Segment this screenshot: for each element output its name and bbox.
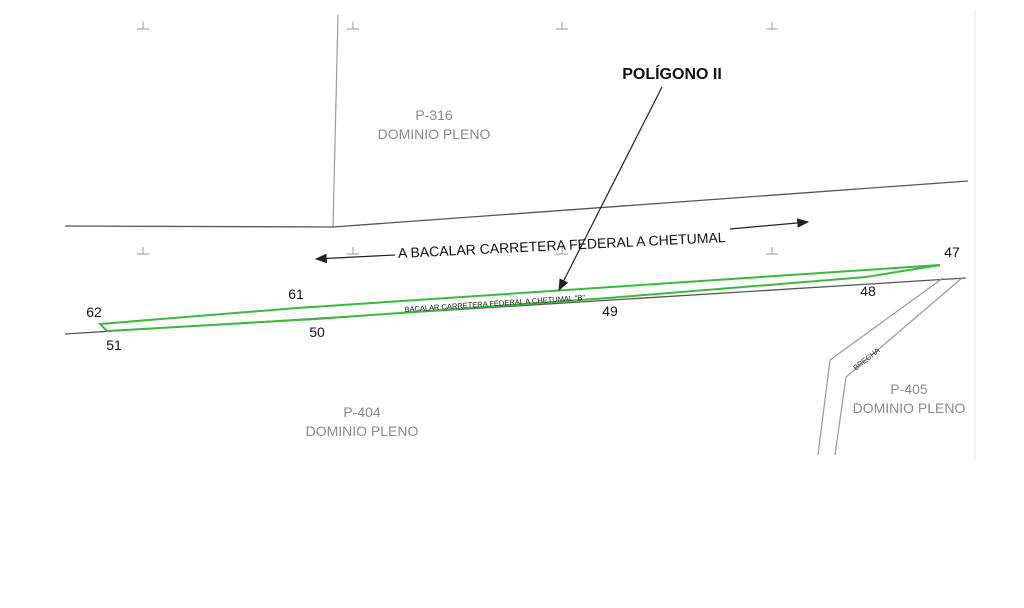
brecha-label: BRECHA bbox=[851, 346, 881, 372]
vertex-label: 48 bbox=[860, 283, 876, 299]
polygon-title: POLÍGONO II bbox=[622, 64, 722, 83]
parcel-id: P-316 bbox=[415, 107, 453, 123]
parcel-status: DOMINIO PLENO bbox=[853, 400, 966, 416]
vertex-label: 62 bbox=[86, 304, 102, 320]
arrow-left-icon bbox=[314, 253, 396, 264]
grid-ticks bbox=[137, 22, 778, 255]
parcel-status: DOMINIO PLENO bbox=[306, 423, 419, 439]
vertex-label: 50 bbox=[309, 324, 325, 340]
vertex-label: 47 bbox=[944, 244, 960, 260]
vertex-label: 51 bbox=[106, 337, 122, 353]
road-north-edge bbox=[64, 180, 969, 228]
vertex-label: 49 bbox=[602, 303, 618, 319]
pointer-arrow-icon bbox=[558, 86, 663, 292]
polygon-ii[interactable] bbox=[97, 264, 941, 333]
parcel-status: DOMINIO PLENO bbox=[378, 126, 491, 142]
road-strip-label: BACALAR CARRETERA FEDERAL A CHETUMAL "B" bbox=[404, 293, 586, 314]
brecha-edge bbox=[834, 277, 963, 456]
vertex-label: 61 bbox=[288, 286, 304, 302]
parcel-boundary bbox=[332, 14, 339, 228]
brecha-edge bbox=[817, 277, 944, 456]
parcel-id: P-405 bbox=[890, 381, 928, 397]
arrow-right-icon bbox=[729, 218, 810, 230]
parcel-id: P-404 bbox=[343, 404, 381, 420]
road-label: A BACALAR CARRETERA FEDERAL A CHETUMAL bbox=[398, 229, 726, 261]
